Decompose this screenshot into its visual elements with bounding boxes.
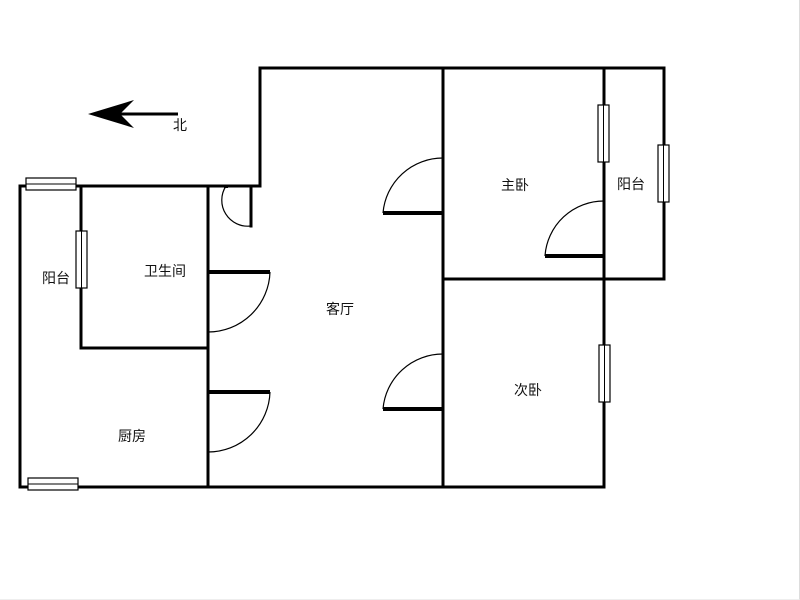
- room-label-bathroom: 卫生间: [144, 264, 186, 280]
- exterior-walls: [18, 66, 666, 489]
- windows: [25, 104, 670, 491]
- room-label-living-room: 客厅: [326, 301, 354, 318]
- room-label-balcony-east: 阳台: [617, 177, 645, 193]
- room-label-kitchen: 厨房: [118, 429, 146, 445]
- north-label: 北: [173, 118, 187, 134]
- room-label-balcony-west: 阳台: [42, 271, 70, 287]
- doors: [207, 157, 605, 453]
- room-label-master-bedroom: 主卧: [501, 178, 529, 194]
- north-arrow-icon: [88, 100, 178, 128]
- room-label-second-bedroom: 次卧: [514, 383, 542, 399]
